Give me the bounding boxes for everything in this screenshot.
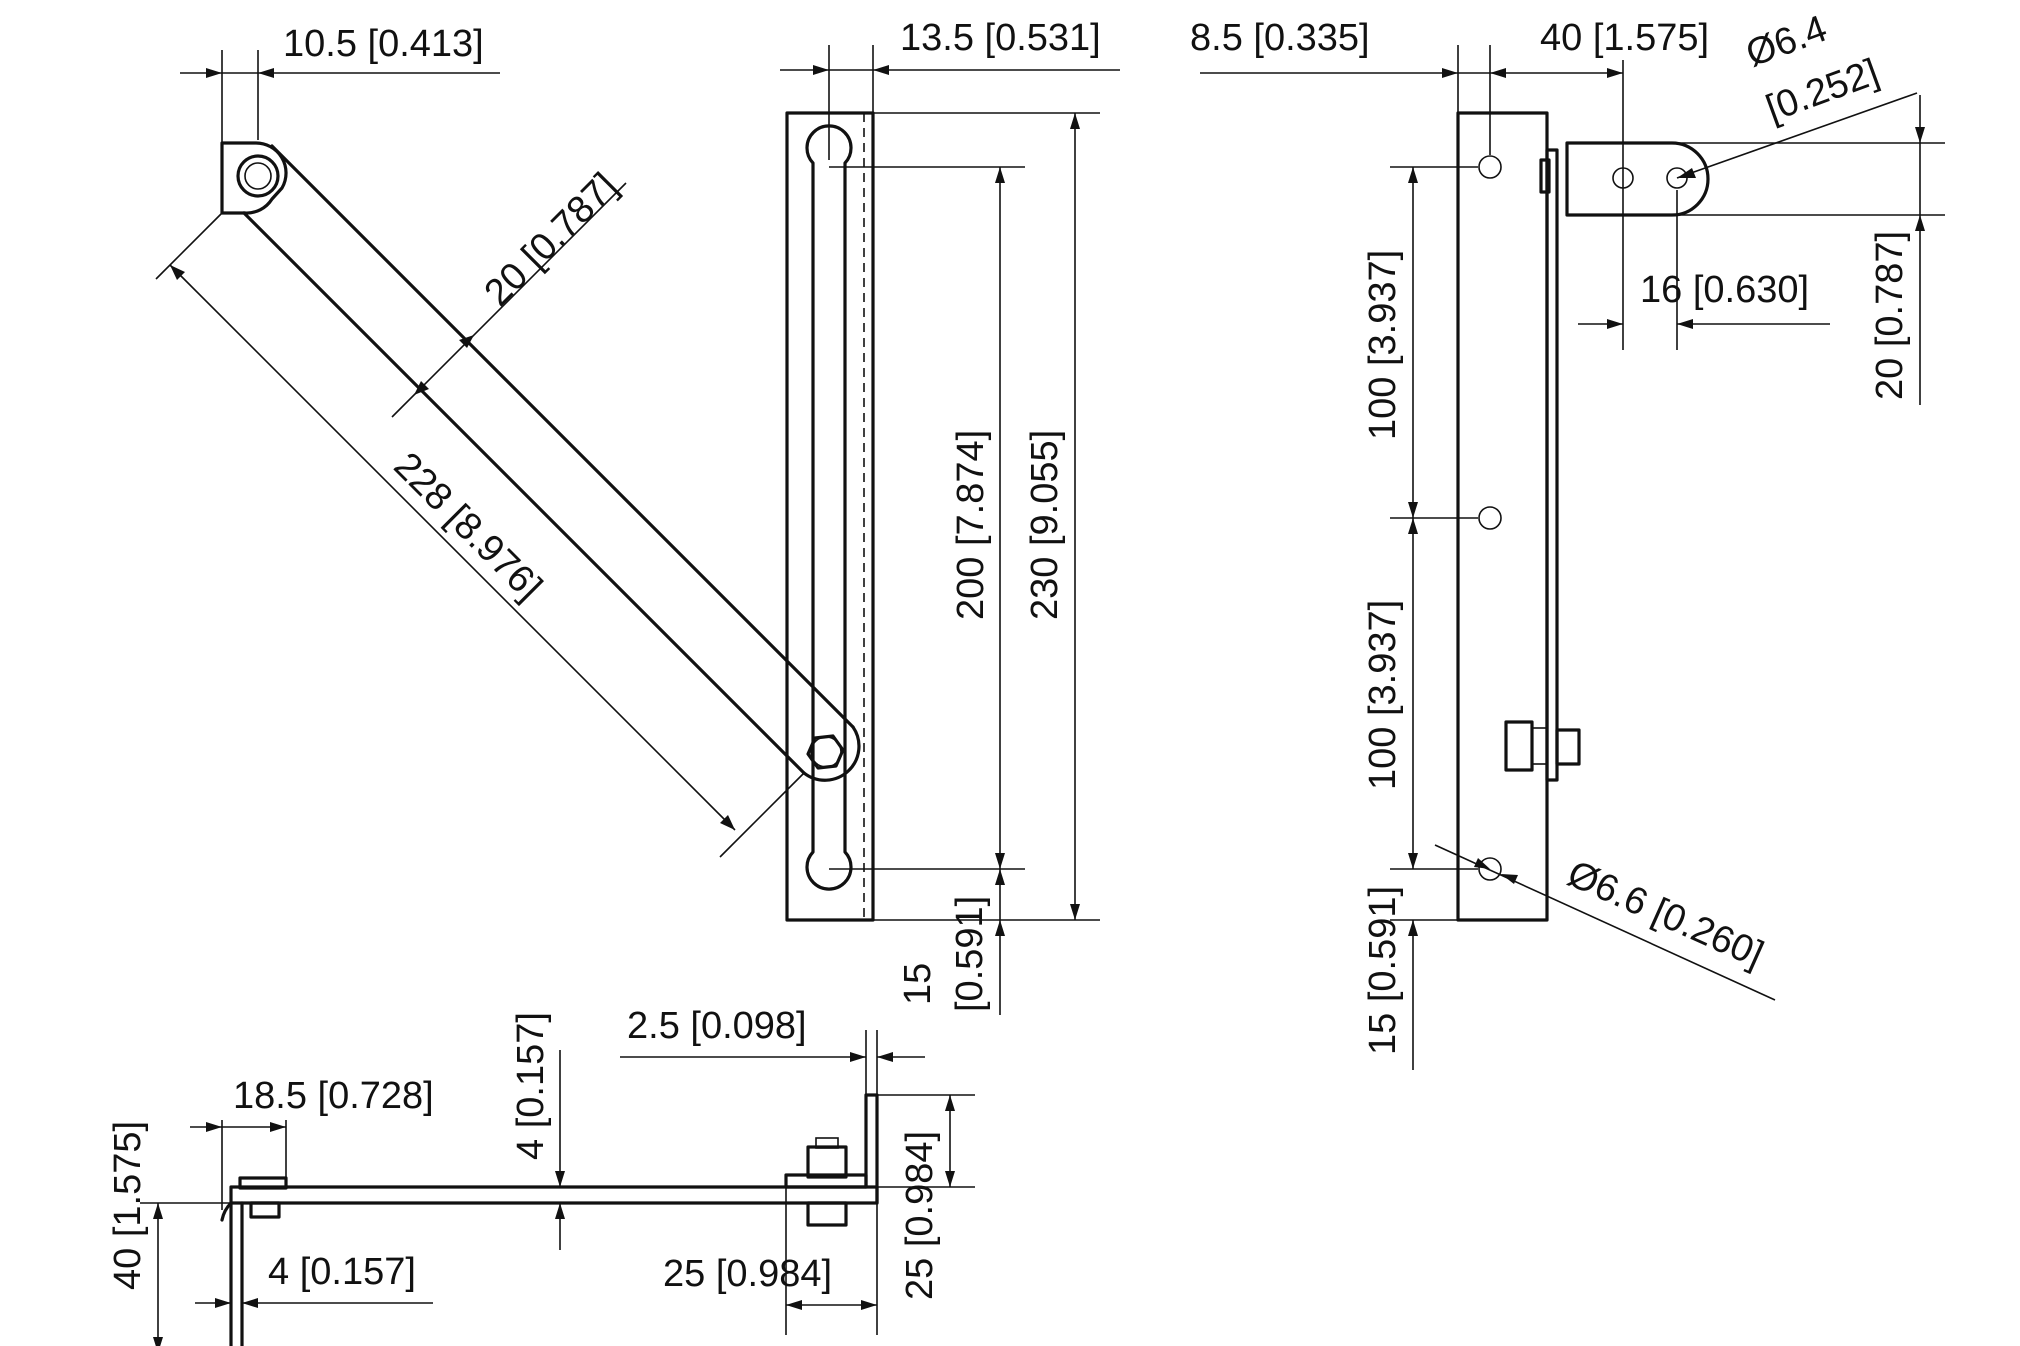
arm-view: [220, 141, 861, 782]
side-mount-hole-top: [1478, 155, 1502, 179]
dim-end-block-width: 25 [0.984]: [663, 1253, 832, 1295]
plan-right-bolt-cap: [815, 1137, 839, 1149]
plan-left-bolt: [249, 1201, 281, 1219]
dim-hole-pitch-lower: 100 [3.937]: [1362, 600, 1404, 790]
arm-top-block: [220, 141, 288, 215]
side-bolt-washer: [1531, 727, 1548, 765]
dimension-labels: 10.5 [0.413] 20 [0.787] 228 [8.976] 13.5…: [107, 8, 1911, 1300]
rail-slot: [805, 124, 853, 891]
dim-slot-end-offset-inch: [0.591]: [949, 896, 991, 1012]
side-mount-hole-middle: [1478, 506, 1502, 530]
dim-foot-height: 40 [1.575]: [107, 1121, 149, 1290]
side-strip-tab: [1539, 158, 1551, 194]
dim-mount-hole-diameter: Ø6.6 [0.260]: [1561, 853, 1769, 976]
dim-bottom-hole-offset: 15 [0.591]: [1362, 886, 1404, 1055]
dim-washer-step: 2.5 [0.098]: [627, 1005, 807, 1047]
arm-bottom-nut-circle: [810, 736, 842, 768]
plan-right-bolt-top: [806, 1145, 848, 1179]
side-plate-outline: [1456, 111, 1549, 922]
dim-foot-thickness: 4 [0.157]: [268, 1251, 416, 1293]
arm-edge-lower: [242, 211, 806, 775]
dim-plate-thickness-top: 4 [0.157]: [510, 1012, 552, 1160]
arm-bottom-hex-nut: [806, 734, 845, 770]
plan-right-bolt-bottom: [806, 1201, 848, 1227]
side-top-bracket: [1565, 141, 1710, 217]
arm-top-pivot-outer: [236, 154, 280, 198]
dim-end-block-height: 25 [0.984]: [899, 1131, 941, 1300]
rail-outline: [785, 111, 875, 922]
side-strip: [1545, 148, 1559, 782]
slotted-rail-view: [785, 111, 875, 922]
dim-bracket-depth: 40 [1.575]: [1540, 17, 1709, 59]
plan-foot: [229, 1201, 244, 1346]
side-mount-hole-bottom: [1478, 857, 1502, 881]
dimension-lines: [140, 45, 1945, 1346]
side-bolt-head: [1504, 720, 1534, 772]
arm-top-pivot-inner: [244, 162, 272, 190]
dim-slot-length: 200 [7.874]: [950, 430, 992, 620]
plan-bar: [229, 1185, 879, 1205]
dim-hole-spacing-top: 16 [0.630]: [1640, 269, 1809, 311]
dim-bracket-hole-diameter-value: Ø6.4: [1741, 8, 1833, 76]
dim-rail-length: 230 [9.055]: [1024, 430, 1066, 620]
side-nut: [1555, 728, 1581, 766]
dim-pivot-offset: 18.5 [0.728]: [233, 1075, 434, 1117]
dim-hole-pitch-upper: 100 [3.937]: [1362, 250, 1404, 440]
side-view: [1456, 111, 1710, 922]
dim-slot-rail-width: 13.5 [0.531]: [900, 17, 1101, 59]
dim-bracket-height: 20 [0.787]: [1869, 231, 1911, 400]
arm-edge-upper: [270, 144, 855, 729]
plan-end-flange: [864, 1093, 879, 1205]
plan-left-washer: [238, 1176, 288, 1190]
dim-arm-length: 228 [8.976]: [386, 445, 550, 609]
dim-side-offset: 8.5 [0.335]: [1190, 17, 1370, 59]
plan-foot-corner: [220, 1201, 233, 1222]
arm-bottom-end: [802, 725, 861, 782]
dim-slot-end-offset-value: 15: [897, 963, 939, 1005]
dim-arm-width: 20 [0.787]: [477, 165, 626, 314]
plan-view: [220, 1093, 879, 1346]
dim-arm-end-width: 10.5 [0.413]: [283, 23, 484, 65]
